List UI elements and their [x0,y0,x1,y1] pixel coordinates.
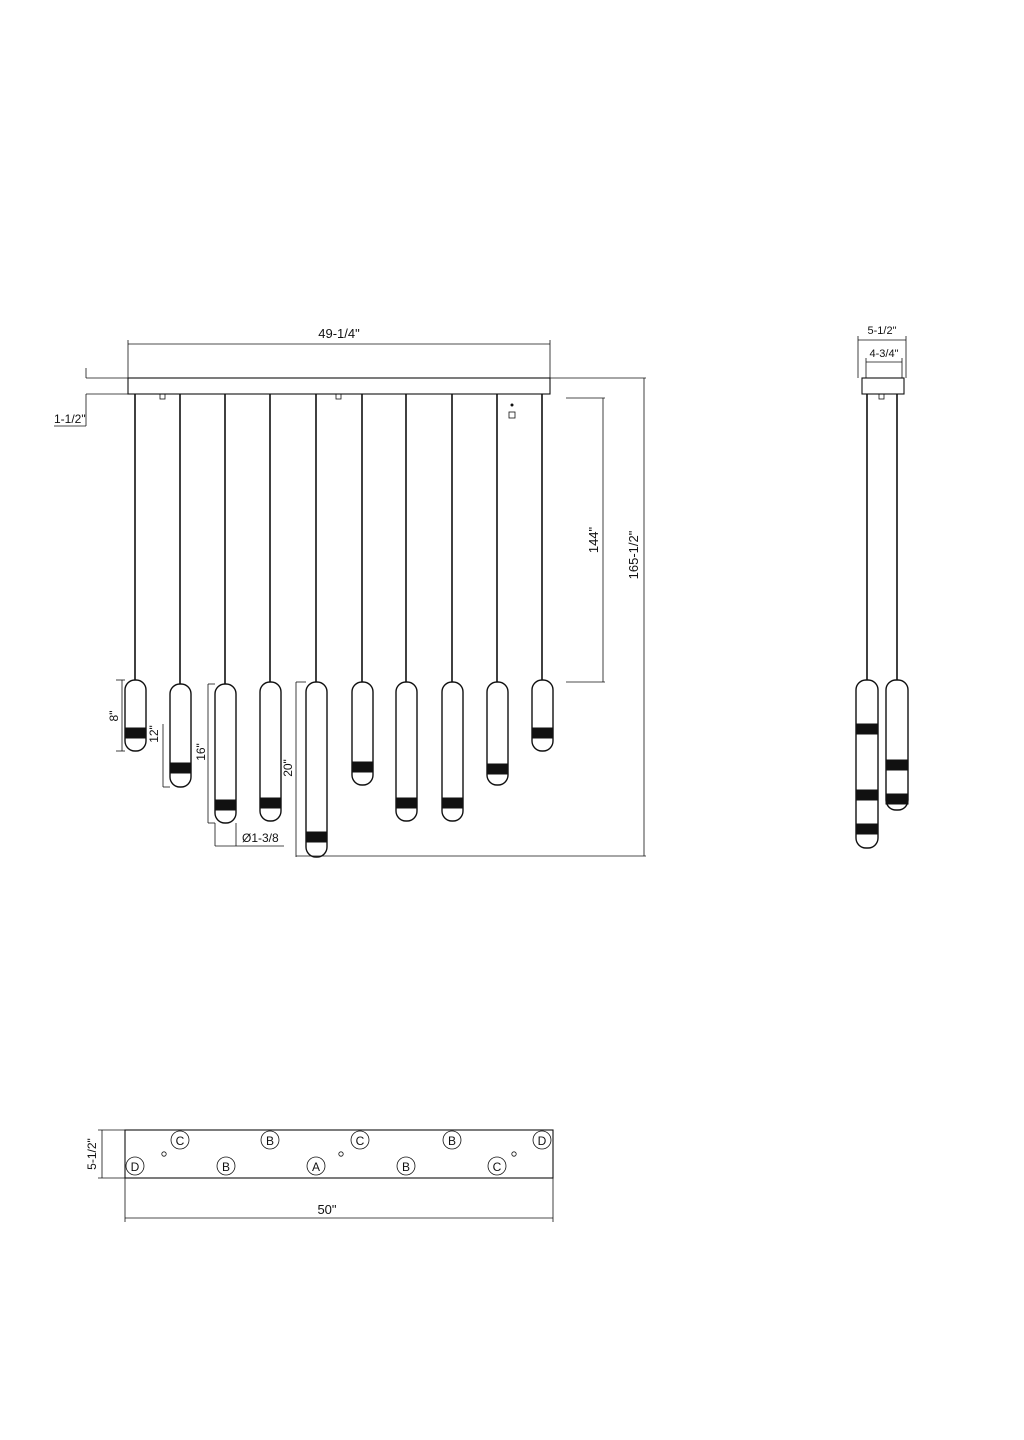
front-view: 49-1/4" 1-1/2" [54,326,646,858]
screw-hole [161,1151,167,1157]
diameter-dimension: Ø1-3/8 [214,823,284,847]
top-view: 5-1/2" 50" C B C B D [85,1129,554,1222]
side-canopy [861,377,905,395]
screw-hole [511,1151,517,1157]
canopy-screw [508,411,516,419]
mount-label: D [131,1160,140,1174]
diameter-label: Ø1-3/8 [242,831,279,845]
side-shades [855,679,909,849]
mount-point: C [170,1130,190,1150]
canopy [127,377,551,395]
mount-label: A [312,1160,320,1174]
plate-depth-dimension: 5-1/2" [85,1129,125,1179]
canopy-height-label: 1-1/2" [54,412,86,426]
mount-point: B [260,1130,280,1150]
shade-length-8-label: 8" [107,711,121,722]
shade-length-dimensions: 8" 12" 16" 20" [107,679,306,857]
canopy-screw [159,393,166,400]
side-outer-width-dimension: 5-1/2" [857,325,907,378]
pendant-group [124,394,554,858]
screw-hole [338,1151,344,1157]
canopy-height-dimension: 1-1/2" [54,368,128,427]
canopy-width-label: 49-1/4" [318,326,360,341]
plate-length-label: 50" [317,1202,336,1217]
mount-point: B [396,1156,416,1176]
mount-label: C [176,1134,185,1148]
side-view: 5-1/2" 4-3/4" [855,325,909,849]
cable-length-dimension: 144" [566,397,605,683]
canopy-screw-dot [510,403,514,407]
mount-point: B [442,1130,462,1150]
shade-length-16-label: 16" [194,743,208,761]
mount-point: C [487,1156,507,1176]
side-inner-width-dimension: 4-3/4" [865,348,903,378]
side-inner-width-label: 4-3/4" [870,348,899,360]
mount-label: B [402,1160,410,1174]
mount-label: C [493,1160,502,1174]
side-canopy-screw [878,393,885,400]
cable-length-label: 144" [586,526,601,553]
mount-label: B [266,1134,274,1148]
canopy-screw [335,393,342,400]
plate-length-dimension: 50" [124,1178,554,1222]
mount-label: D [538,1134,547,1148]
shade-length-20-label: 20" [281,759,295,777]
mount-point: B [216,1156,236,1176]
side-outer-width-label: 5-1/2" [868,325,897,337]
overall-height-dimension: 165-1/2" [296,377,646,857]
mount-label: B [448,1134,456,1148]
mount-label: B [222,1160,230,1174]
mount-point: C [350,1130,370,1150]
mount-label: C [356,1134,365,1148]
overall-height-label: 165-1/2" [626,530,641,579]
canopy-width-dimension: 49-1/4" [127,326,551,378]
shade-length-12-label: 12" [147,725,161,743]
mount-point: D [125,1156,145,1176]
plate-depth-label: 5-1/2" [85,1138,99,1170]
canopy-plate [124,1129,554,1179]
mount-point: D [532,1130,552,1150]
mount-point: A [306,1156,326,1176]
